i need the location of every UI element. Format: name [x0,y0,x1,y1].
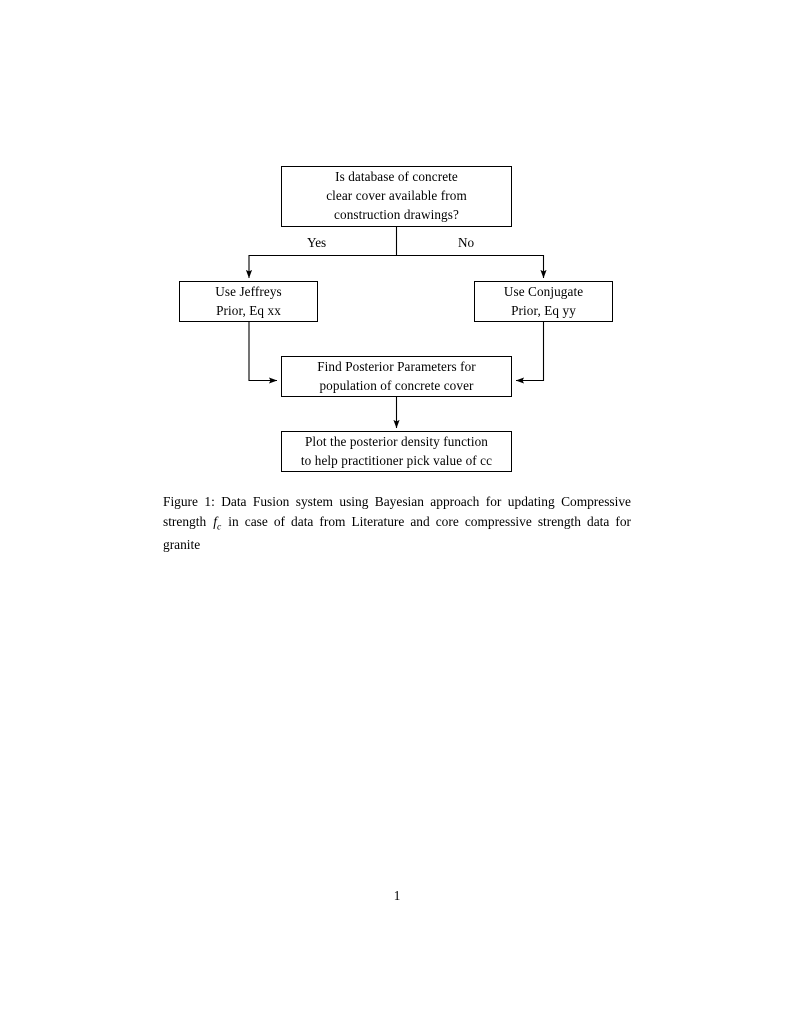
figure-caption-text-after: in case of data from Literature and core… [163,513,631,552]
flow-node-conjugate-line1: Use Conjugate [503,283,584,299]
figure-1: Is database of concrete clear cover avai… [0,0,794,500]
math-base: f [213,513,217,529]
figure-caption: Figure 1: Data Fusion system using Bayes… [163,492,631,554]
edge-label-no: No [458,235,475,250]
flow-node-posterior-line1: Find Posterior Parameters for [317,358,476,374]
figure-caption-math-fc: fc [212,513,222,533]
flow-node-decision-line1: Is database of concrete [335,169,458,185]
edge-label-yes: Yes [307,235,327,250]
flow-node-jeffreys-line1: Use Jeffreys [215,283,282,299]
connector-conjugate-to-posterior [515,322,545,384]
flow-node-decision-line3: construction drawings? [334,206,459,222]
connector-jeffreys-to-posterior [248,322,278,384]
flow-node-jeffreys-prior: Use Jeffreys Prior, Eq xx [179,281,318,322]
flow-node-conjugate-prior: Use Conjugate Prior, Eq yy [474,281,613,322]
figure-caption-label: Figure 1: [163,494,215,509]
flow-node-plot-line1: Plot the posterior density function [305,433,488,449]
flow-node-posterior-line2: population of concrete cover [319,377,474,393]
flow-node-plot-posterior-density: Plot the posterior density function to h… [281,431,512,472]
flow-node-conjugate-line2: Prior, Eq yy [511,302,576,318]
math-subscript: c [216,521,222,533]
page-number: 1 [393,888,401,903]
flow-node-find-posterior-parameters: Find Posterior Parameters for population… [281,356,512,397]
flow-node-plot-line2: to help practitioner pick value of cc [300,452,493,468]
flow-node-decision-line2: clear cover available from [326,188,467,204]
figure-caption-text-before: Data Fusion system using Bayesian approa… [163,494,631,529]
flow-node-jeffreys-line2: Prior, Eq xx [216,302,281,318]
flowchart-connectors [245,227,547,429]
flow-node-decision: Is database of concrete clear cover avai… [281,166,512,227]
